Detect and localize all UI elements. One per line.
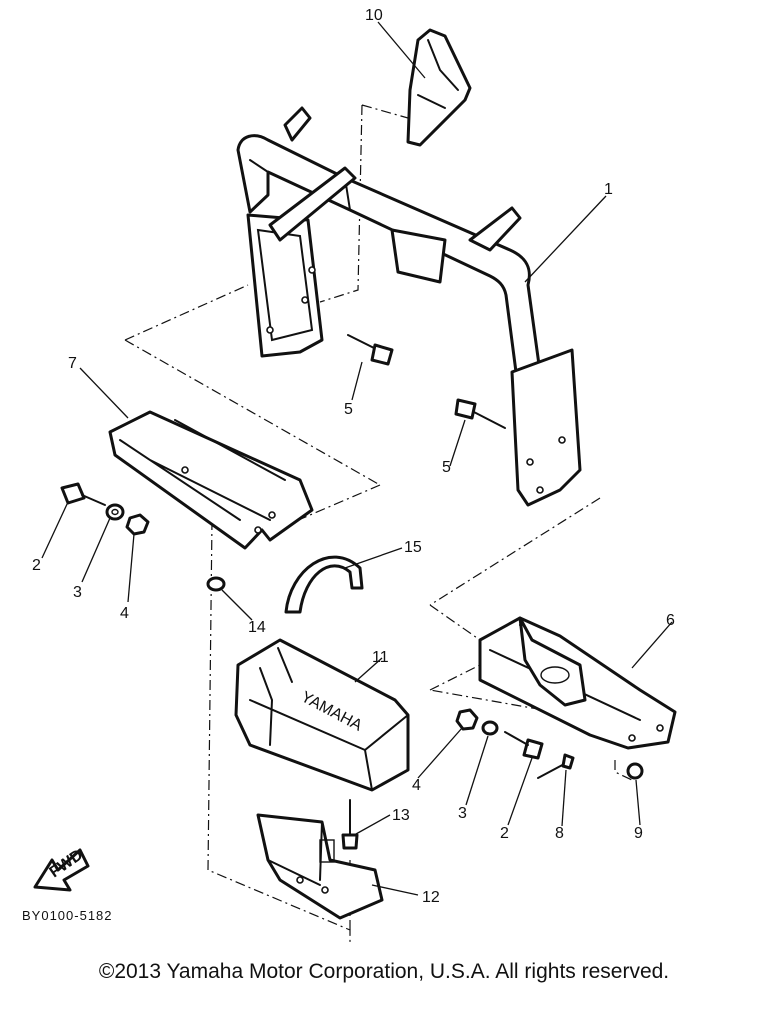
fwd-arrow-icon: FWD [33,846,90,892]
callout-9: 9 [634,825,643,842]
part-15-battery-band [284,555,364,614]
part-6-right-bracket [478,616,677,750]
copyright-notice: ©2013 Yamaha Motor Corporation, U.S.A. A… [98,960,670,983]
part-8-pin [537,753,575,779]
callout-12: 12 [422,889,440,906]
part-11-battery: YAMAHA [234,638,410,792]
part-2-bolt-left [60,482,106,506]
part-1-front-frame [236,106,582,507]
callout-14: 14 [248,619,266,636]
part-2-bolt-right [504,731,544,760]
leader-lines [41,21,673,896]
part-7-left-bracket [108,410,314,550]
part-5-bolt-upper [347,334,394,366]
callout-8: 8 [555,825,564,842]
callout-7: 7 [68,355,77,372]
callout-labels: 10 1 5 5 7 2 3 4 15 14 6 11 4 3 2 8 9 13… [32,7,675,906]
assembly-lines [124,104,633,945]
callout-1: 1 [604,181,613,198]
part-3-washer-right [481,720,499,736]
callout-6: 6 [666,612,675,629]
part-12-battery-holder [256,813,384,920]
callout-3-left: 3 [73,584,82,601]
parts-diagram: YAMAHA FW [32,7,677,945]
callout-11: 11 [372,649,389,666]
part-4-nut-right [455,708,479,731]
callout-4-right: 4 [412,777,421,794]
part-9-washer [626,762,644,780]
callout-5-upper: 5 [344,401,353,418]
part-10-guard-plate [406,28,472,147]
part-13-pin [341,799,359,850]
callout-15: 15 [404,539,422,556]
part-14-grommet [206,576,226,592]
callout-3-right: 3 [458,805,467,822]
callout-5-lower: 5 [442,459,451,476]
part-5-bolt-lower [454,398,506,429]
part-3-washer-left [105,503,125,521]
callout-2-left: 2 [32,557,41,574]
callout-10: 10 [365,7,383,24]
callout-4-left: 4 [120,605,129,622]
callout-2-right: 2 [500,825,509,842]
part-4-nut-left [125,513,150,536]
callout-13: 13 [392,807,410,824]
diagram-code: BY0100-5182 [22,908,113,923]
